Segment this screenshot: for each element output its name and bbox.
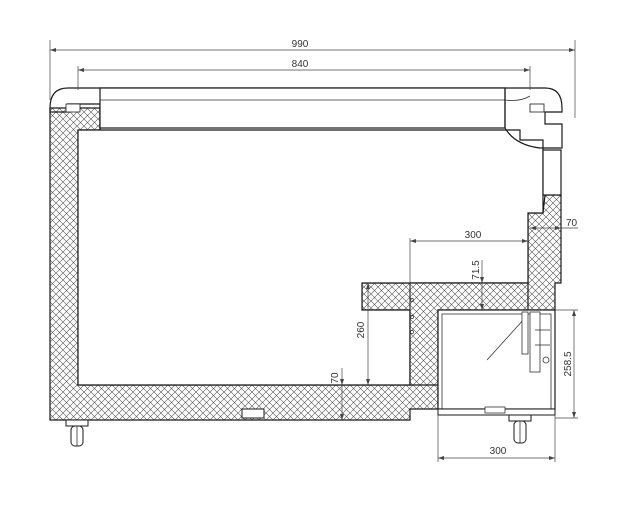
dimension-lid-width: 840 bbox=[77, 59, 531, 90]
dim-990-label: 990 bbox=[292, 39, 309, 50]
castor-wheel-right bbox=[508, 414, 532, 444]
dim-300-top-label: 300 bbox=[465, 230, 482, 241]
compressor-compartment bbox=[437, 309, 556, 416]
dimension-bottom-wall: 70 bbox=[330, 368, 344, 420]
control-panel-recess bbox=[542, 149, 562, 196]
dimension-overall-width: 990 bbox=[49, 39, 576, 118]
dim-715-label: 71.5 bbox=[471, 260, 482, 280]
dimension-step-top-thickness: 71.5 bbox=[471, 260, 484, 310]
dimension-step-height: 260 bbox=[356, 283, 370, 385]
vent-holes bbox=[410, 298, 414, 334]
dim-840-label: 840 bbox=[292, 59, 309, 70]
dimension-side-wall: 70 bbox=[530, 218, 578, 230]
drain-outlet bbox=[241, 408, 265, 419]
dim-260-label: 260 bbox=[356, 321, 367, 338]
lid bbox=[49, 87, 563, 149]
dim-70-side-label: 70 bbox=[566, 218, 578, 229]
castor-wheel-left bbox=[65, 419, 89, 447]
dim-2585-label: 258.5 bbox=[563, 351, 574, 376]
dimension-compartment-width: 300 bbox=[437, 415, 556, 462]
dimension-step-width-top: 300 bbox=[409, 230, 528, 310]
dim-300-bottom-label: 300 bbox=[490, 446, 507, 457]
dim-70-bottom-label: 70 bbox=[330, 372, 341, 384]
dimension-compartment-height: 258.5 bbox=[555, 309, 578, 419]
